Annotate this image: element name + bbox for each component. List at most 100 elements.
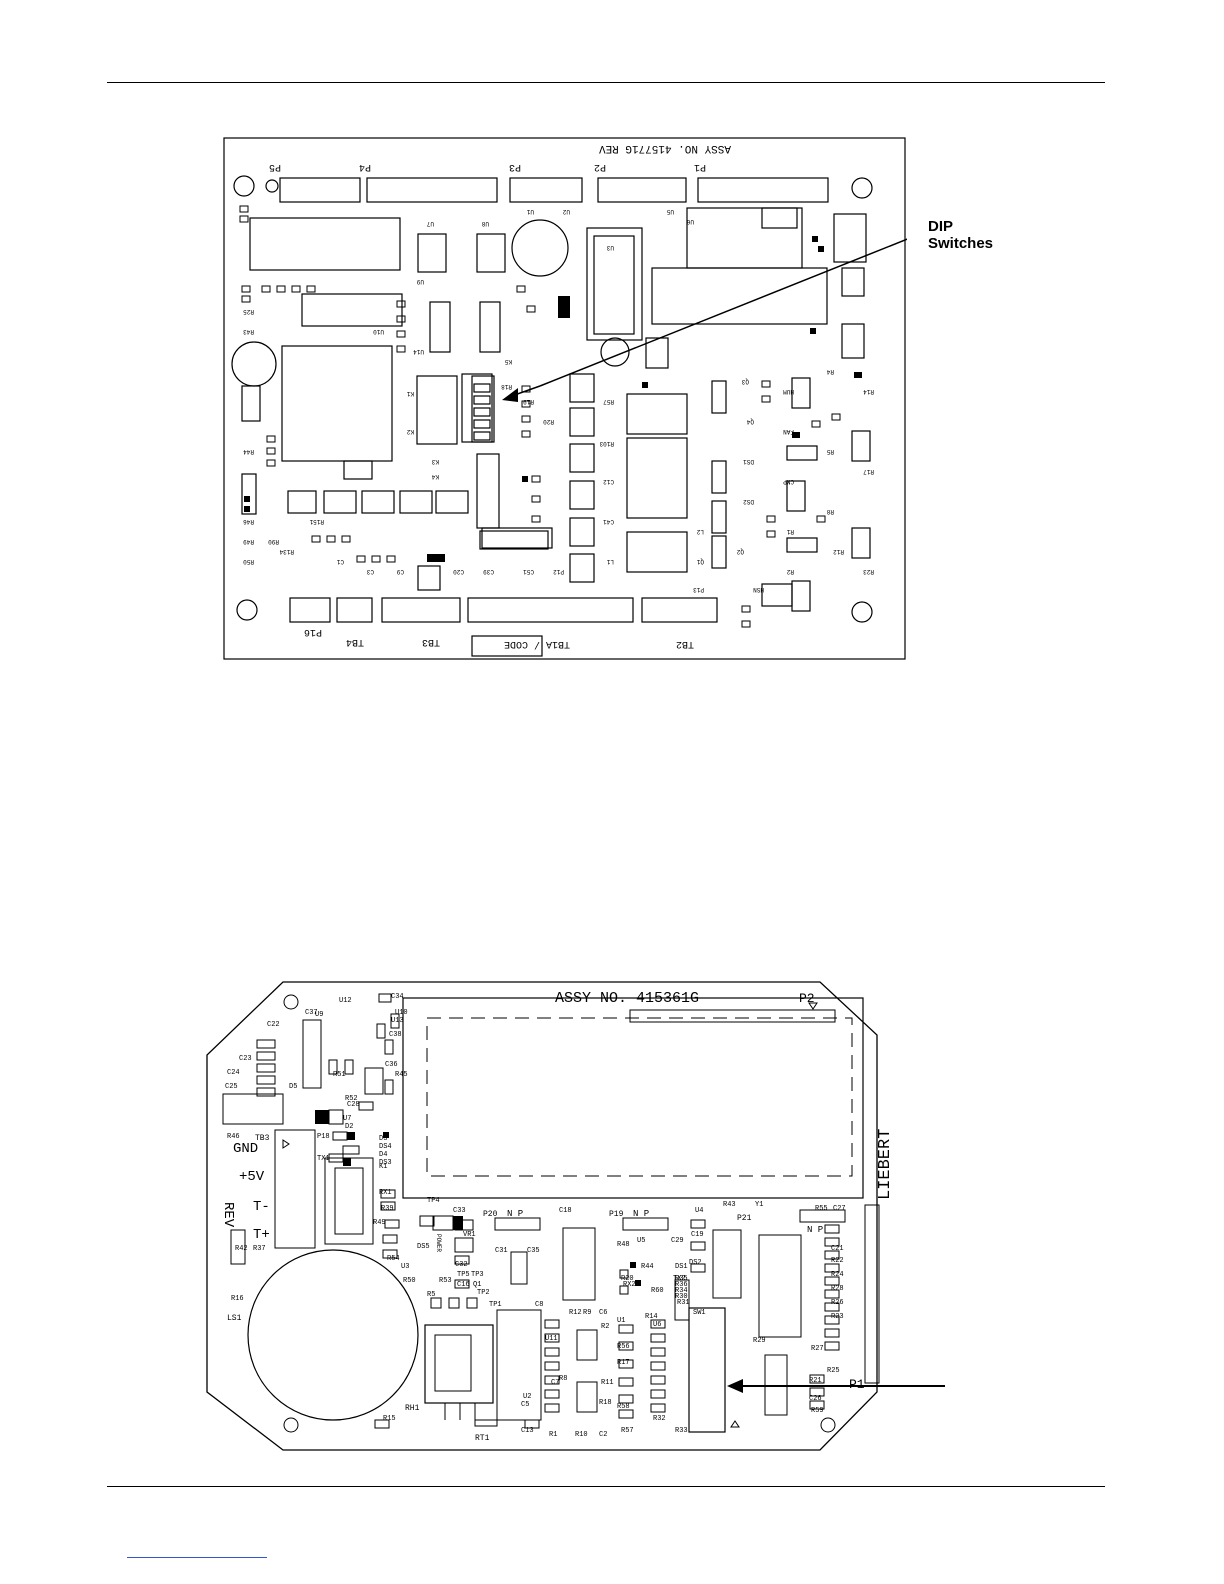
bottom-designator-89: C21 [831,1245,844,1253]
bottom-designator-106: R34 [675,1287,688,1295]
top-designator-23: L2 [696,528,704,535]
bottom-designator-92: R28 [831,1285,844,1293]
top-designator-32: CMP [783,478,794,485]
bottom-designator-55: R14 [645,1313,658,1321]
top-connector-p1: P1 [694,161,706,172]
top-designator-37: R8 [826,508,834,515]
bottom-designator-15: C36 [385,1061,398,1069]
top-designator-25: Q2 [736,548,744,555]
top-terminal-tb4: TB4 [346,636,364,647]
bottom-designator-32: VR1 [463,1231,476,1239]
top-designator-56: C51 [523,568,534,575]
top-designator-53: C9 [396,568,404,575]
bottom-designator-72: R42 [235,1245,248,1253]
top-designator-3: U5 [666,208,674,215]
bottom-designator-54: U1 [617,1317,625,1325]
bottom-designator-6: C24 [227,1069,240,1077]
bottom-designator-33: C18 [559,1207,572,1215]
footer-link-underline[interactable] [127,1557,267,1558]
np-text-1: N P [507,1209,523,1219]
top-designator-36: R5 [826,448,834,455]
bottom-designator-16: R45 [395,1071,408,1079]
bottom-designator-14: U10 [395,1009,408,1017]
top-connector-p5: P5 [269,161,281,172]
top-designator-16: R19 [523,398,534,405]
top-designator-57: P12 [553,568,564,575]
top-designator-47: R50 [243,558,254,565]
bottom-designator-28: R39 [381,1205,394,1213]
np-text-3: N P [807,1225,823,1235]
top-connector-p3: P3 [509,161,521,172]
top-designator-54: C20 [453,568,464,575]
bottom-designator-69: R57 [621,1427,634,1435]
top-designator-19: R103 [599,440,614,447]
bottom-designator-101: U6 [653,1321,661,1329]
bottom-designator-100: R29 [753,1337,766,1345]
bottom-designator-9: R51 [333,1071,346,1079]
bottom-designator-4: C22 [267,1021,280,1029]
top-designator-42: R25 [243,308,254,315]
rev-text: REV [220,1202,236,1228]
bottom-designator-86: C19 [691,1231,704,1239]
bottom-designator-42: TP3 [471,1271,484,1279]
bottom-designator-77: R44 [641,1263,654,1271]
tb-label-gnd: GND [233,1141,258,1157]
top-designator-29: DS2 [743,498,754,505]
bottom-designator-21: D3 [379,1135,387,1143]
bottom-designator-67: C2 [599,1431,607,1439]
bottom-designator-104: R35 [675,1275,688,1283]
sw1-label: SW1 [693,1309,706,1317]
top-designator-15: R18 [501,383,512,390]
rt1-label: RT1 [475,1434,490,1443]
top-designator-12: K3 [431,458,439,465]
bottom-designator-49: R12 [569,1309,582,1317]
bottom-designator-43: R5 [427,1291,435,1299]
top-connector-p4: P4 [359,161,371,172]
top-designator-39: R14 [863,388,874,395]
top-designator-48: R90 [268,538,279,545]
bottom-designator-31: C33 [453,1207,466,1215]
bottom-designator-83: R43 [723,1201,736,1209]
bottom-designator-94: R23 [831,1313,844,1321]
bottom-designator-61: R18 [599,1399,612,1407]
bottom-designator-37: U3 [401,1263,409,1271]
bottom-designator-3: U9 [315,1011,323,1019]
bottom-designator-81: TX2 [673,1275,686,1283]
bottom-designator-20: P18 [317,1133,330,1141]
bottom-designator-52: U11 [545,1335,558,1343]
bottom-designator-88: R55 [815,1205,828,1213]
top-board-figure: ASSY NO. 415771G REV P5 P4 P3 P2 P1 P16 … [223,137,907,660]
bottom-designator-98: C26 [809,1395,822,1403]
top-board-assy-text: ASSY NO. 415771G REV [599,142,731,154]
bottom-designator-36: R54 [387,1255,400,1263]
bottom-designator-91: R24 [831,1271,844,1279]
bottom-designator-71: R16 [231,1295,244,1303]
tb-label-tplus: T+ [253,1227,270,1243]
bottom-designator-107: R30 [675,1293,688,1301]
top-designator-35: R4 [826,368,834,375]
bottom-designator-93: R26 [831,1299,844,1307]
bottom-designator-109: R20 [621,1275,634,1283]
bottom-designator-64: C13 [521,1427,534,1435]
bottom-designator-103: R33 [675,1427,688,1435]
top-designator-51: C1 [336,558,344,565]
bottom-designator-102: R32 [653,1415,666,1423]
bottom-designator-46: TP2 [477,1289,490,1297]
top-designator-46: R49 [243,538,254,545]
bottom-designator-29: R49 [373,1219,386,1227]
bottom-designator-26: K1 [379,1163,387,1171]
top-designator-38: R12 [833,548,844,555]
bottom-designator-44: C16 [457,1281,470,1289]
bottom-designator-17: U7 [343,1115,351,1123]
top-terminal-tb3: TB3 [422,636,440,647]
top-designator-6: U8 [481,220,489,227]
bottom-designator-53: R2 [601,1323,609,1331]
bottom-designator-34: C31 [495,1247,508,1255]
bottom-designator-68: R58 [617,1403,630,1411]
bottom-designator-80: R60 [651,1287,664,1295]
bottom-designator-108: R31 [677,1299,690,1307]
bottom-designator-65: R1 [549,1431,557,1439]
top-designator-28: DS1 [743,458,754,465]
bottom-designator-1: C34 [391,993,404,1001]
callout-line-1: DIP [928,218,954,235]
